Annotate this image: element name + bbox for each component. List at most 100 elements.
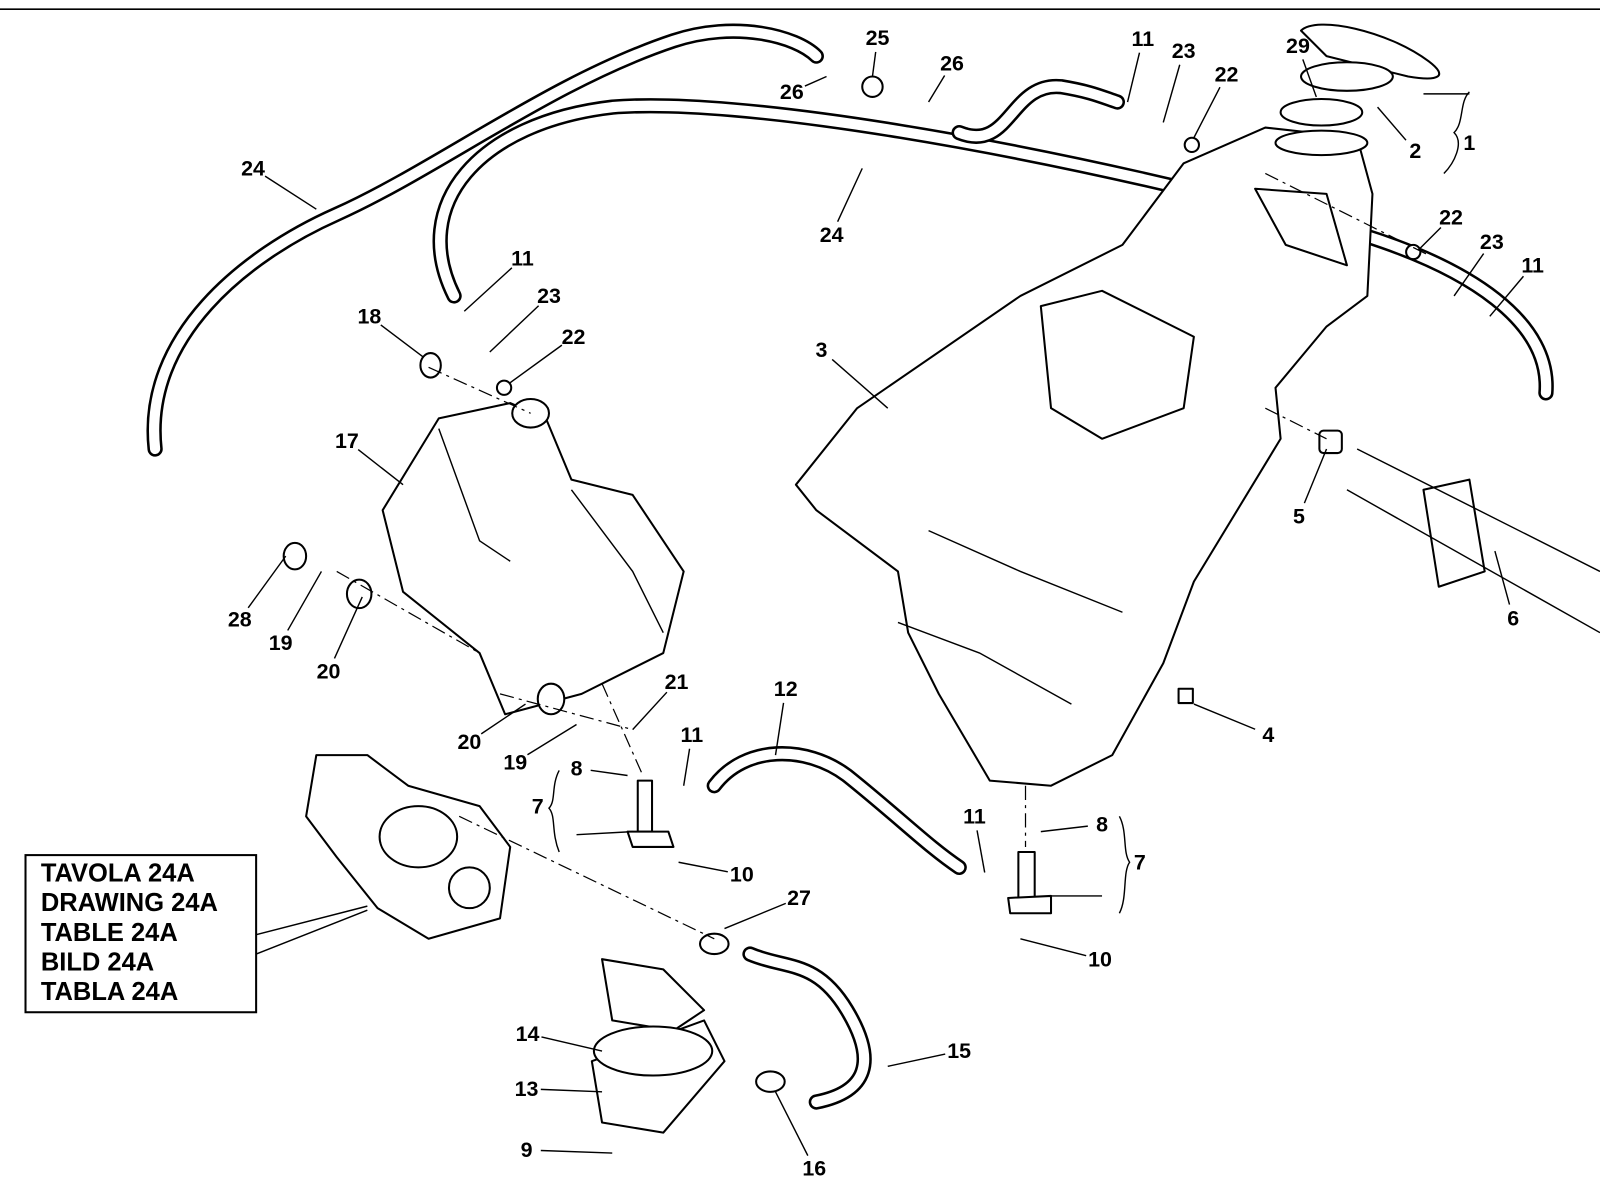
callout-leader-27 xyxy=(724,902,787,930)
callout-13[interactable]: 13 xyxy=(515,1077,539,1101)
callout-10[interactable]: 10 xyxy=(1088,947,1112,971)
reference-leader xyxy=(255,905,368,955)
brace-7-left xyxy=(548,770,560,853)
callout-8[interactable]: 8 xyxy=(571,757,583,781)
hose-24-left xyxy=(146,23,824,457)
hose-15 xyxy=(742,946,872,1110)
callout-leader-5 xyxy=(1303,448,1328,504)
callout-leader-13 xyxy=(540,1088,603,1093)
callout-leader-20 xyxy=(333,596,363,659)
brace-7-leaders xyxy=(576,830,1103,897)
bracket-right xyxy=(1346,448,1600,634)
brace-1 xyxy=(1443,91,1470,174)
callout-23[interactable]: 23 xyxy=(537,284,561,308)
callout-leader-18 xyxy=(380,324,424,358)
callout-leader-8 xyxy=(590,769,628,777)
callout-23[interactable]: 23 xyxy=(1172,39,1196,63)
callout-leader-28 xyxy=(247,555,287,609)
ref-line-table: TABLE 24A xyxy=(41,919,178,947)
filler-cap xyxy=(1279,23,1441,127)
callout-leader-11 xyxy=(1126,52,1141,103)
callout-leader-12 xyxy=(774,702,785,756)
callout-11[interactable]: 11 xyxy=(963,804,986,828)
callout-leader-22 xyxy=(1193,86,1221,139)
callout-12[interactable]: 12 xyxy=(774,677,798,701)
callout-26[interactable]: 26 xyxy=(780,80,804,104)
callout-leader-2 xyxy=(1377,106,1407,141)
callout-25[interactable]: 25 xyxy=(866,26,890,50)
callout-leader-16 xyxy=(774,1091,809,1156)
callout-leader-22 xyxy=(509,344,563,384)
hose-12 xyxy=(706,746,967,875)
callout-20[interactable]: 20 xyxy=(457,730,481,754)
callout-leader-17 xyxy=(357,449,404,486)
callout-28[interactable]: 28 xyxy=(228,608,252,632)
callout-leader-23 xyxy=(1162,64,1181,123)
callout-leader-9 xyxy=(540,1149,613,1154)
callout-24[interactable]: 24 xyxy=(241,157,265,181)
callout-leader-3 xyxy=(831,358,889,409)
hose-short-top xyxy=(951,79,1125,144)
callout-leader-21 xyxy=(632,691,668,731)
callout-18[interactable]: 18 xyxy=(357,304,381,328)
callout-10[interactable]: 10 xyxy=(730,863,754,887)
hose-24-long xyxy=(432,98,1554,401)
callout-24[interactable]: 24 xyxy=(820,223,844,247)
callout-22[interactable]: 22 xyxy=(1439,205,1463,229)
callout-20[interactable]: 20 xyxy=(317,660,341,684)
ref-line-tavola: TAVOLA 24A xyxy=(41,860,195,888)
callout-leader-14 xyxy=(541,1036,603,1052)
callout-1[interactable]: 1 xyxy=(1463,131,1475,155)
callout-11[interactable]: 11 xyxy=(681,723,704,747)
callout-leader-24 xyxy=(264,175,317,210)
callout-leader-11 xyxy=(976,830,986,873)
reference-box[interactable]: TAVOLA 24A DRAWING 24A TABLE 24A BILD 24… xyxy=(24,854,368,1014)
callout-26[interactable]: 26 xyxy=(940,51,964,75)
callout-3[interactable]: 3 xyxy=(815,338,827,362)
callout-leader-26 xyxy=(927,75,946,103)
callout-4[interactable]: 4 xyxy=(1262,723,1274,747)
callout-15[interactable]: 15 xyxy=(947,1039,971,1063)
callout-leader-10 xyxy=(1020,938,1087,957)
callout-5[interactable]: 5 xyxy=(1293,504,1305,528)
callout-leader-24 xyxy=(836,168,863,223)
callout-14[interactable]: 14 xyxy=(516,1022,540,1046)
callout-27[interactable]: 27 xyxy=(787,886,811,910)
brace-7-right xyxy=(1118,815,1131,914)
canister xyxy=(381,397,685,716)
fuel-tank xyxy=(794,126,1374,787)
fuel-fittings xyxy=(282,75,1422,1093)
callout-11[interactable]: 11 xyxy=(1132,27,1155,51)
callout-21[interactable]: 21 xyxy=(665,670,689,694)
callout-22[interactable]: 22 xyxy=(1215,63,1239,87)
callout-leader-22 xyxy=(1417,226,1442,251)
callout-19[interactable]: 19 xyxy=(269,631,293,655)
callout-6[interactable]: 6 xyxy=(1507,607,1519,631)
callout-7[interactable]: 7 xyxy=(532,794,544,818)
callout-leader-23 xyxy=(489,305,540,353)
callout-9[interactable]: 9 xyxy=(521,1138,533,1162)
callout-leader-19 xyxy=(287,571,323,631)
callout-11[interactable]: 11 xyxy=(1521,253,1544,277)
ref-line-drawing: DRAWING 24A xyxy=(41,889,218,917)
fuel-pump xyxy=(590,958,726,1134)
callout-11[interactable]: 11 xyxy=(511,246,534,270)
callout-22[interactable]: 22 xyxy=(562,325,586,349)
ref-line-bild: BILD 24A xyxy=(41,948,154,976)
callout-17[interactable]: 17 xyxy=(335,429,359,453)
callout-8[interactable]: 8 xyxy=(1096,813,1108,837)
callout-29[interactable]: 29 xyxy=(1286,34,1310,58)
callout-19[interactable]: 19 xyxy=(503,750,527,774)
callout-2[interactable]: 2 xyxy=(1409,139,1421,163)
callout-7[interactable]: 7 xyxy=(1134,850,1146,874)
callout-16[interactable]: 16 xyxy=(802,1157,826,1181)
callout-leader-25 xyxy=(871,51,877,77)
callout-leader-26 xyxy=(804,75,827,87)
reference-box-frame xyxy=(24,854,258,1014)
callout-leader-11 xyxy=(463,267,513,312)
callout-23[interactable]: 23 xyxy=(1480,230,1504,254)
callout-leader-20 xyxy=(480,703,526,735)
